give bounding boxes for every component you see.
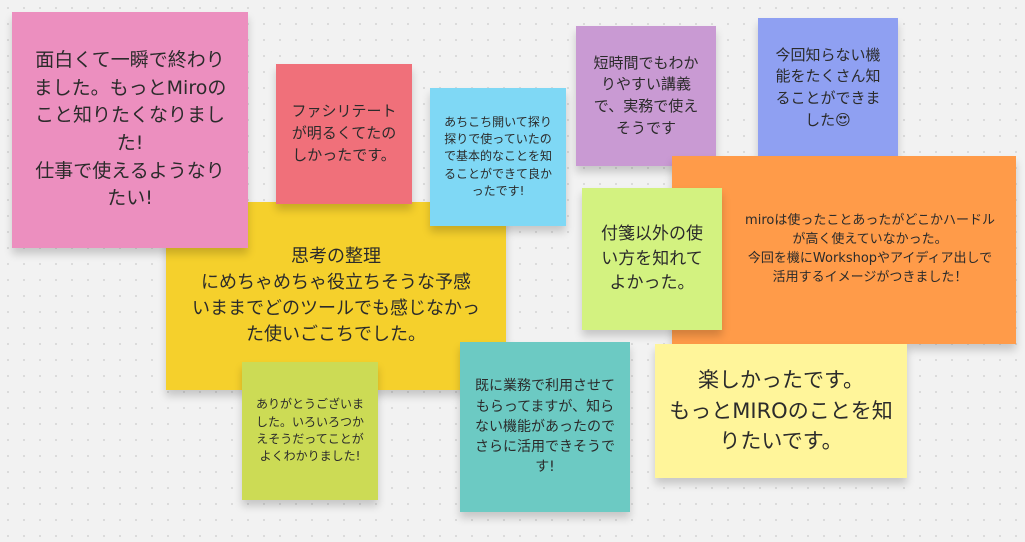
sticky-note-light-green[interactable]: 付箋以外の使い方を知れてよかった。 — [582, 188, 722, 330]
sticky-note-text: 短時間でもわかりやすい講義で、実務で使えそうです — [593, 53, 699, 137]
sticky-note-text: ファシリテートが明るくてたのしかったです。 — [291, 102, 397, 164]
sticky-note-text: 面白くて一瞬で終わりました。もっとMiroのこと知りたくなりました! 仕事で使え… — [33, 49, 227, 210]
sticky-note-pink[interactable]: 面白くて一瞬で終わりました。もっとMiroのこと知りたくなりました! 仕事で使え… — [12, 12, 248, 248]
sticky-note-text: 付箋以外の使い方を知れてよかった。 — [601, 224, 703, 294]
sticky-note-text: ありがとうございました。いろいろつかえそうだってことがよくわかりました! — [255, 397, 364, 464]
sticky-note-text: 既に業務で利用させてもらってますが、知らない機能があったのでさらに活用できそうで… — [475, 378, 615, 476]
sticky-note-violet[interactable]: 短時間でもわかりやすい講義で、実務で使えそうです — [576, 26, 716, 166]
sticky-note-text: あちこち開いて探り探りで使っていたので基本的なことを知ることができて良かったです… — [443, 114, 552, 199]
sticky-note-text: 楽しかったです。 もっとMIROのことを知りたいです。 — [669, 368, 893, 454]
sticky-note-blue[interactable]: 今回知らない機能をたくさん知ることができました😍 — [758, 18, 898, 158]
sticky-note-teal[interactable]: 既に業務で利用させてもらってますが、知らない機能があったのでさらに活用できそうで… — [460, 342, 630, 512]
sticky-note-text: 思考の整理 にめちゃめちゃ役立ちそうな予感 いままでどのツールでも感じなかった使… — [192, 245, 480, 346]
sticky-note-text: 今回知らない機能をたくさん知ることができました😍 — [775, 45, 881, 129]
sticky-note-text: miroは使ったことあったがどこかハードルが高く使えていなかった。 今回を機にW… — [745, 213, 995, 285]
sticky-note-lime[interactable]: ありがとうございました。いろいろつかえそうだってことがよくわかりました! — [242, 362, 378, 500]
sticky-note-red[interactable]: ファシリテートが明るくてたのしかったです。 — [276, 64, 412, 204]
sticky-note-light-blue[interactable]: あちこち開いて探り探りで使っていたので基本的なことを知ることができて良かったです… — [430, 88, 566, 226]
sticky-note-orange[interactable]: miroは使ったことあったがどこかハードルが高く使えていなかった。 今回を機にW… — [672, 156, 1016, 344]
sticky-note-light-yellow[interactable]: 楽しかったです。 もっとMIROのことを知りたいです。 — [655, 344, 907, 478]
